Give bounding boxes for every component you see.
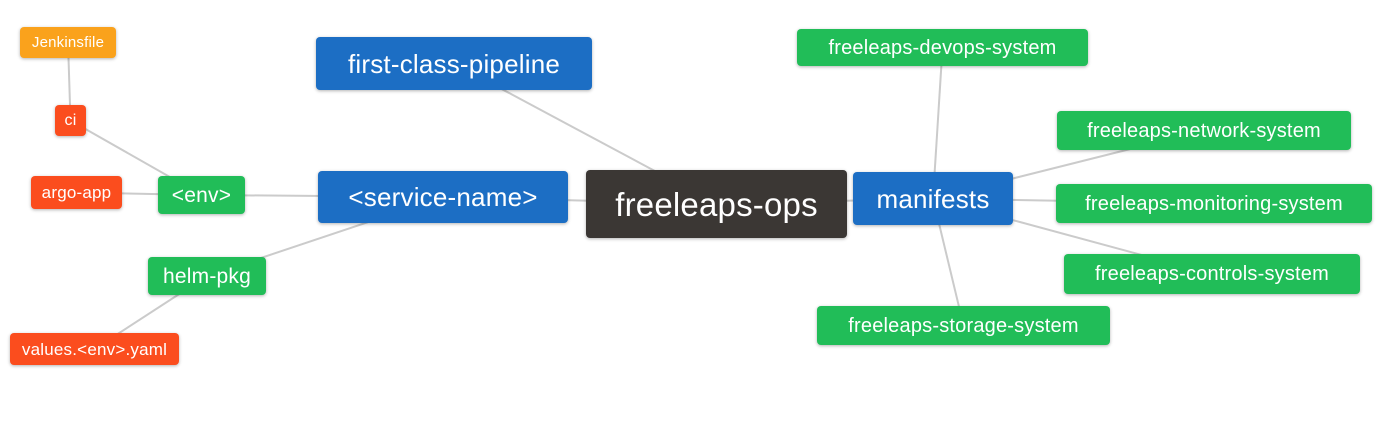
node-freeleaps-monitoring-system[interactable]: freeleaps-monitoring-system xyxy=(1056,184,1372,223)
node-service-name[interactable]: <service-name> xyxy=(318,171,568,223)
node-values-env-yaml[interactable]: values.<env>.yaml xyxy=(10,333,179,365)
node-label: freeleaps-monitoring-system xyxy=(1085,192,1343,215)
node-label: freeleaps-devops-system xyxy=(828,36,1057,59)
node-label: helm-pkg xyxy=(163,264,251,288)
node-label: freeleaps-ops xyxy=(615,185,818,223)
node-label: values.<env>.yaml xyxy=(21,339,168,359)
node-freeleaps-network-system[interactable]: freeleaps-network-system xyxy=(1057,111,1351,150)
node-freeleaps-controls-system[interactable]: freeleaps-controls-system xyxy=(1064,254,1360,294)
node-label: freeleaps-storage-system xyxy=(848,314,1079,337)
node-freeleaps-devops-system[interactable]: freeleaps-devops-system xyxy=(797,29,1088,66)
node-jenkinsfile[interactable]: Jenkinsfile xyxy=(20,27,116,58)
node-label: Jenkinsfile xyxy=(31,34,105,51)
node-ci[interactable]: ci xyxy=(55,105,86,136)
node-label: freeleaps-network-system xyxy=(1087,119,1321,142)
node-env[interactable]: <env> xyxy=(158,176,245,214)
node-freeleaps-ops[interactable]: freeleaps-ops xyxy=(586,170,847,238)
node-label: first-class-pipeline xyxy=(347,48,561,79)
node-label: <env> xyxy=(171,183,232,207)
node-label: argo-app xyxy=(41,183,112,202)
node-manifests[interactable]: manifests xyxy=(853,172,1013,225)
node-first-class-pipeline[interactable]: first-class-pipeline xyxy=(316,37,592,90)
node-label: <service-name> xyxy=(348,182,538,212)
node-label: freeleaps-controls-system xyxy=(1095,263,1329,285)
node-argo-app[interactable]: argo-app xyxy=(31,176,122,209)
node-label: ci xyxy=(64,111,77,129)
node-label: manifests xyxy=(876,183,990,214)
node-helm-pkg[interactable]: helm-pkg xyxy=(148,257,266,295)
node-freeleaps-storage-system[interactable]: freeleaps-storage-system xyxy=(817,306,1110,345)
